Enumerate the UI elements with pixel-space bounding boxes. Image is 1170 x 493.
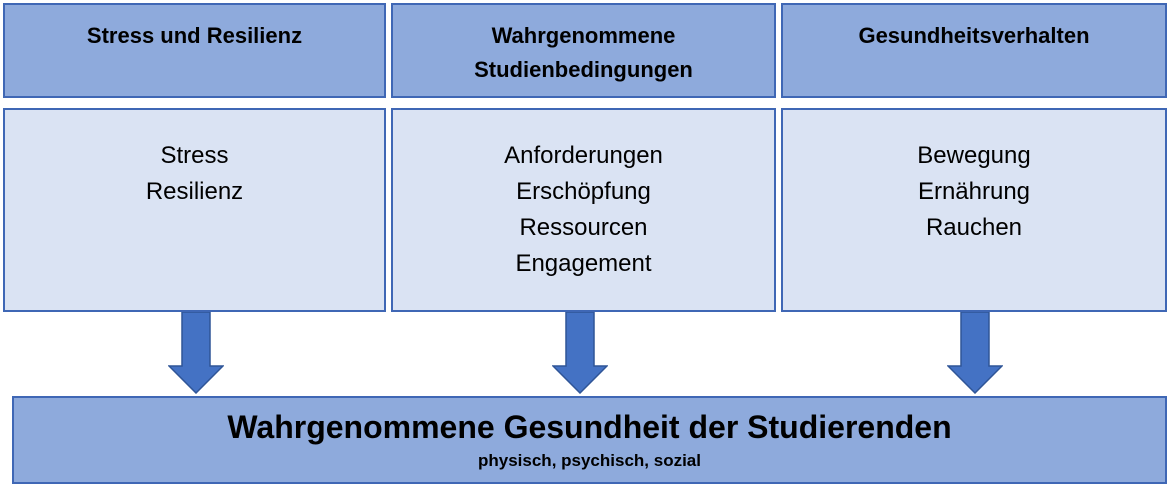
- content-gesundheitsverhalten: Bewegung Ernährung Rauchen: [781, 108, 1167, 312]
- outcome-title: Wahrgenommene Gesundheit der Studierende…: [227, 409, 952, 445]
- arrow-down-icon: [168, 312, 224, 394]
- arrow-shape: [168, 312, 224, 394]
- list-item: Rauchen: [925, 214, 1023, 241]
- list-item: Engagement: [515, 250, 652, 277]
- list-item: Erschöpfung: [516, 178, 651, 205]
- list-item: Ressourcen: [519, 214, 648, 241]
- list-item: Stress: [160, 142, 229, 169]
- arrow-shape: [947, 312, 1003, 394]
- outcome-box: Wahrgenommene Gesundheit der Studierende…: [12, 396, 1167, 484]
- content-studienbedingungen: Anforderungen Erschöpfung Ressourcen Eng…: [391, 108, 776, 312]
- header-line: Studienbedingungen: [474, 57, 693, 82]
- list-item: Ernährung: [917, 178, 1031, 205]
- header-line: Gesundheitsverhalten: [858, 23, 1090, 48]
- list-item: Anforderungen: [504, 142, 663, 169]
- content-stress-resilienz: Stress Resilienz: [3, 108, 386, 312]
- outcome-subtitle: physisch, psychisch, sozial: [478, 451, 701, 470]
- header-line: Stress und Resilienz: [86, 23, 303, 48]
- header-line: Wahrgenommene: [491, 23, 676, 48]
- arrow-down-icon: [552, 312, 608, 394]
- header-stress-resilienz: Stress und Resilienz: [3, 3, 386, 98]
- arrow-shape: [552, 312, 608, 394]
- header-studienbedingungen: Wahrgenommene Studienbedingungen: [391, 3, 776, 98]
- header-gesundheitsverhalten: Gesundheitsverhalten: [781, 3, 1167, 98]
- list-item: Bewegung: [917, 142, 1031, 169]
- arrow-down-icon: [947, 312, 1003, 394]
- list-item: Resilienz: [145, 178, 244, 205]
